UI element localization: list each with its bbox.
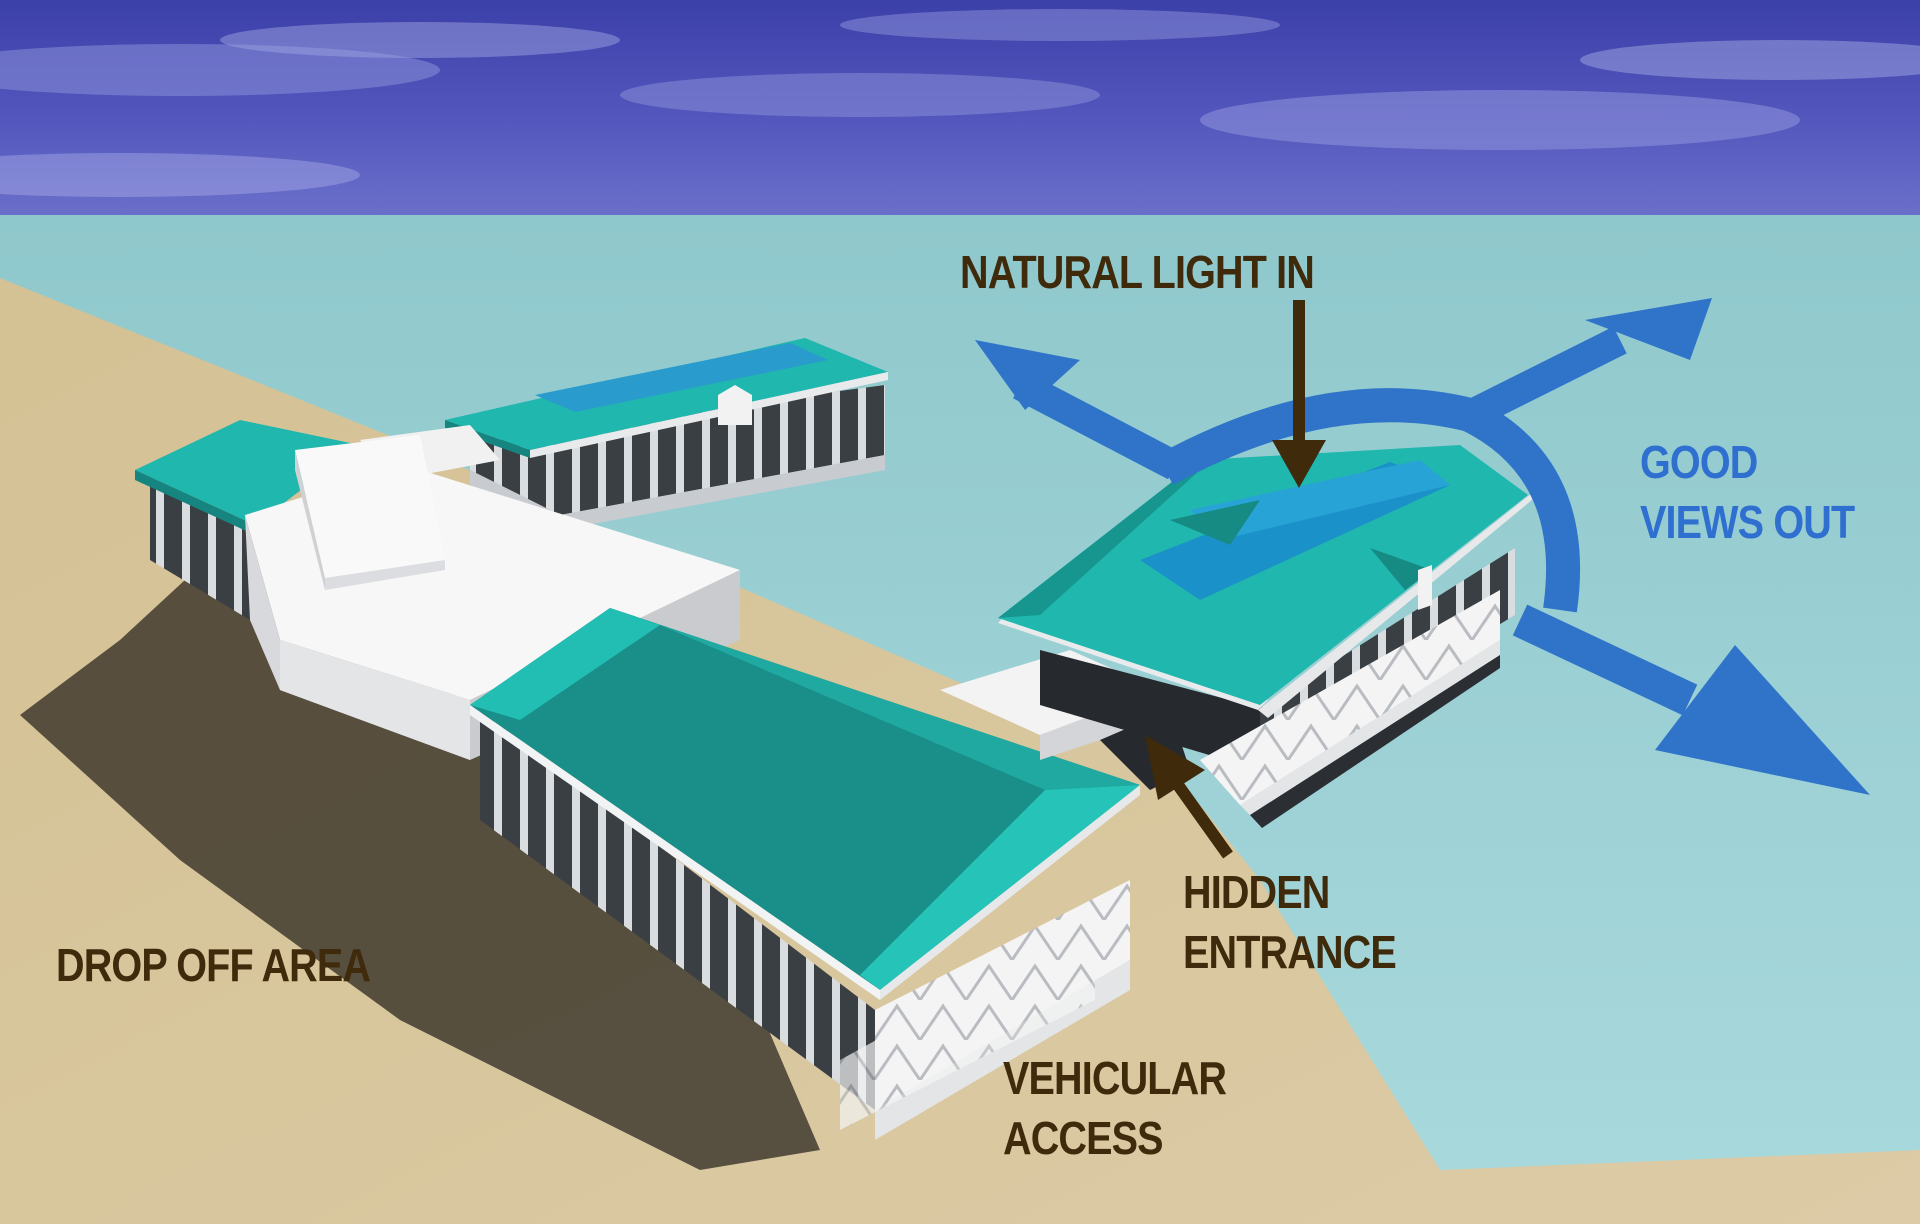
cloud — [620, 73, 1100, 117]
right-pavilion-building — [998, 445, 1532, 828]
natural-light-label: NATURAL LIGHT IN — [960, 242, 1315, 302]
views-arrow-shaft-left — [1013, 371, 1182, 480]
cloud — [0, 44, 440, 96]
hidden-entrance-line1: HIDDEN — [1183, 866, 1330, 918]
vehicular-access-line1: VEHICULAR — [1003, 1052, 1227, 1104]
hidden-entrance-arrow — [1145, 735, 1233, 859]
good-views-label: GOOD VIEWS OUT — [1640, 432, 1855, 552]
sky — [0, 0, 1920, 215]
views-arrowhead-downright — [1655, 645, 1870, 795]
good-views-line1: GOOD — [1640, 436, 1758, 488]
natural-light-arrow — [1272, 300, 1326, 488]
cloud — [840, 9, 1280, 41]
front-main-building — [470, 608, 1140, 1140]
cloud — [0, 153, 360, 197]
cloud — [220, 22, 620, 58]
drop-off-label: DROP OFF AREA — [56, 935, 371, 995]
vehicular-access-label: VEHICULAR ACCESS — [1003, 1048, 1227, 1168]
views-arrow-shaft-downright — [1512, 604, 1698, 716]
views-arrow-shaft-upright — [1463, 326, 1627, 429]
vehicular-access-line2: ACCESS — [1003, 1112, 1164, 1164]
hidden-entrance-label: HIDDEN ENTRANCE — [1183, 862, 1397, 982]
natural-light-text: NATURAL LIGHT IN — [960, 246, 1315, 298]
views-out-arrows — [975, 298, 1870, 795]
cloud — [1200, 90, 1800, 150]
building-shadow — [20, 520, 820, 1170]
cloud — [1580, 40, 1920, 80]
views-arc — [1156, 388, 1475, 485]
left-wing-building — [135, 420, 360, 620]
views-arrowhead-left — [975, 340, 1080, 410]
drop-off-text: DROP OFF AREA — [56, 939, 371, 991]
good-views-line2: VIEWS OUT — [1640, 496, 1855, 548]
hidden-entrance-line2: ENTRANCE — [1183, 926, 1397, 978]
back-building — [445, 338, 888, 530]
views-arrowhead-upright — [1585, 298, 1712, 360]
views-arc-right — [1462, 399, 1580, 613]
